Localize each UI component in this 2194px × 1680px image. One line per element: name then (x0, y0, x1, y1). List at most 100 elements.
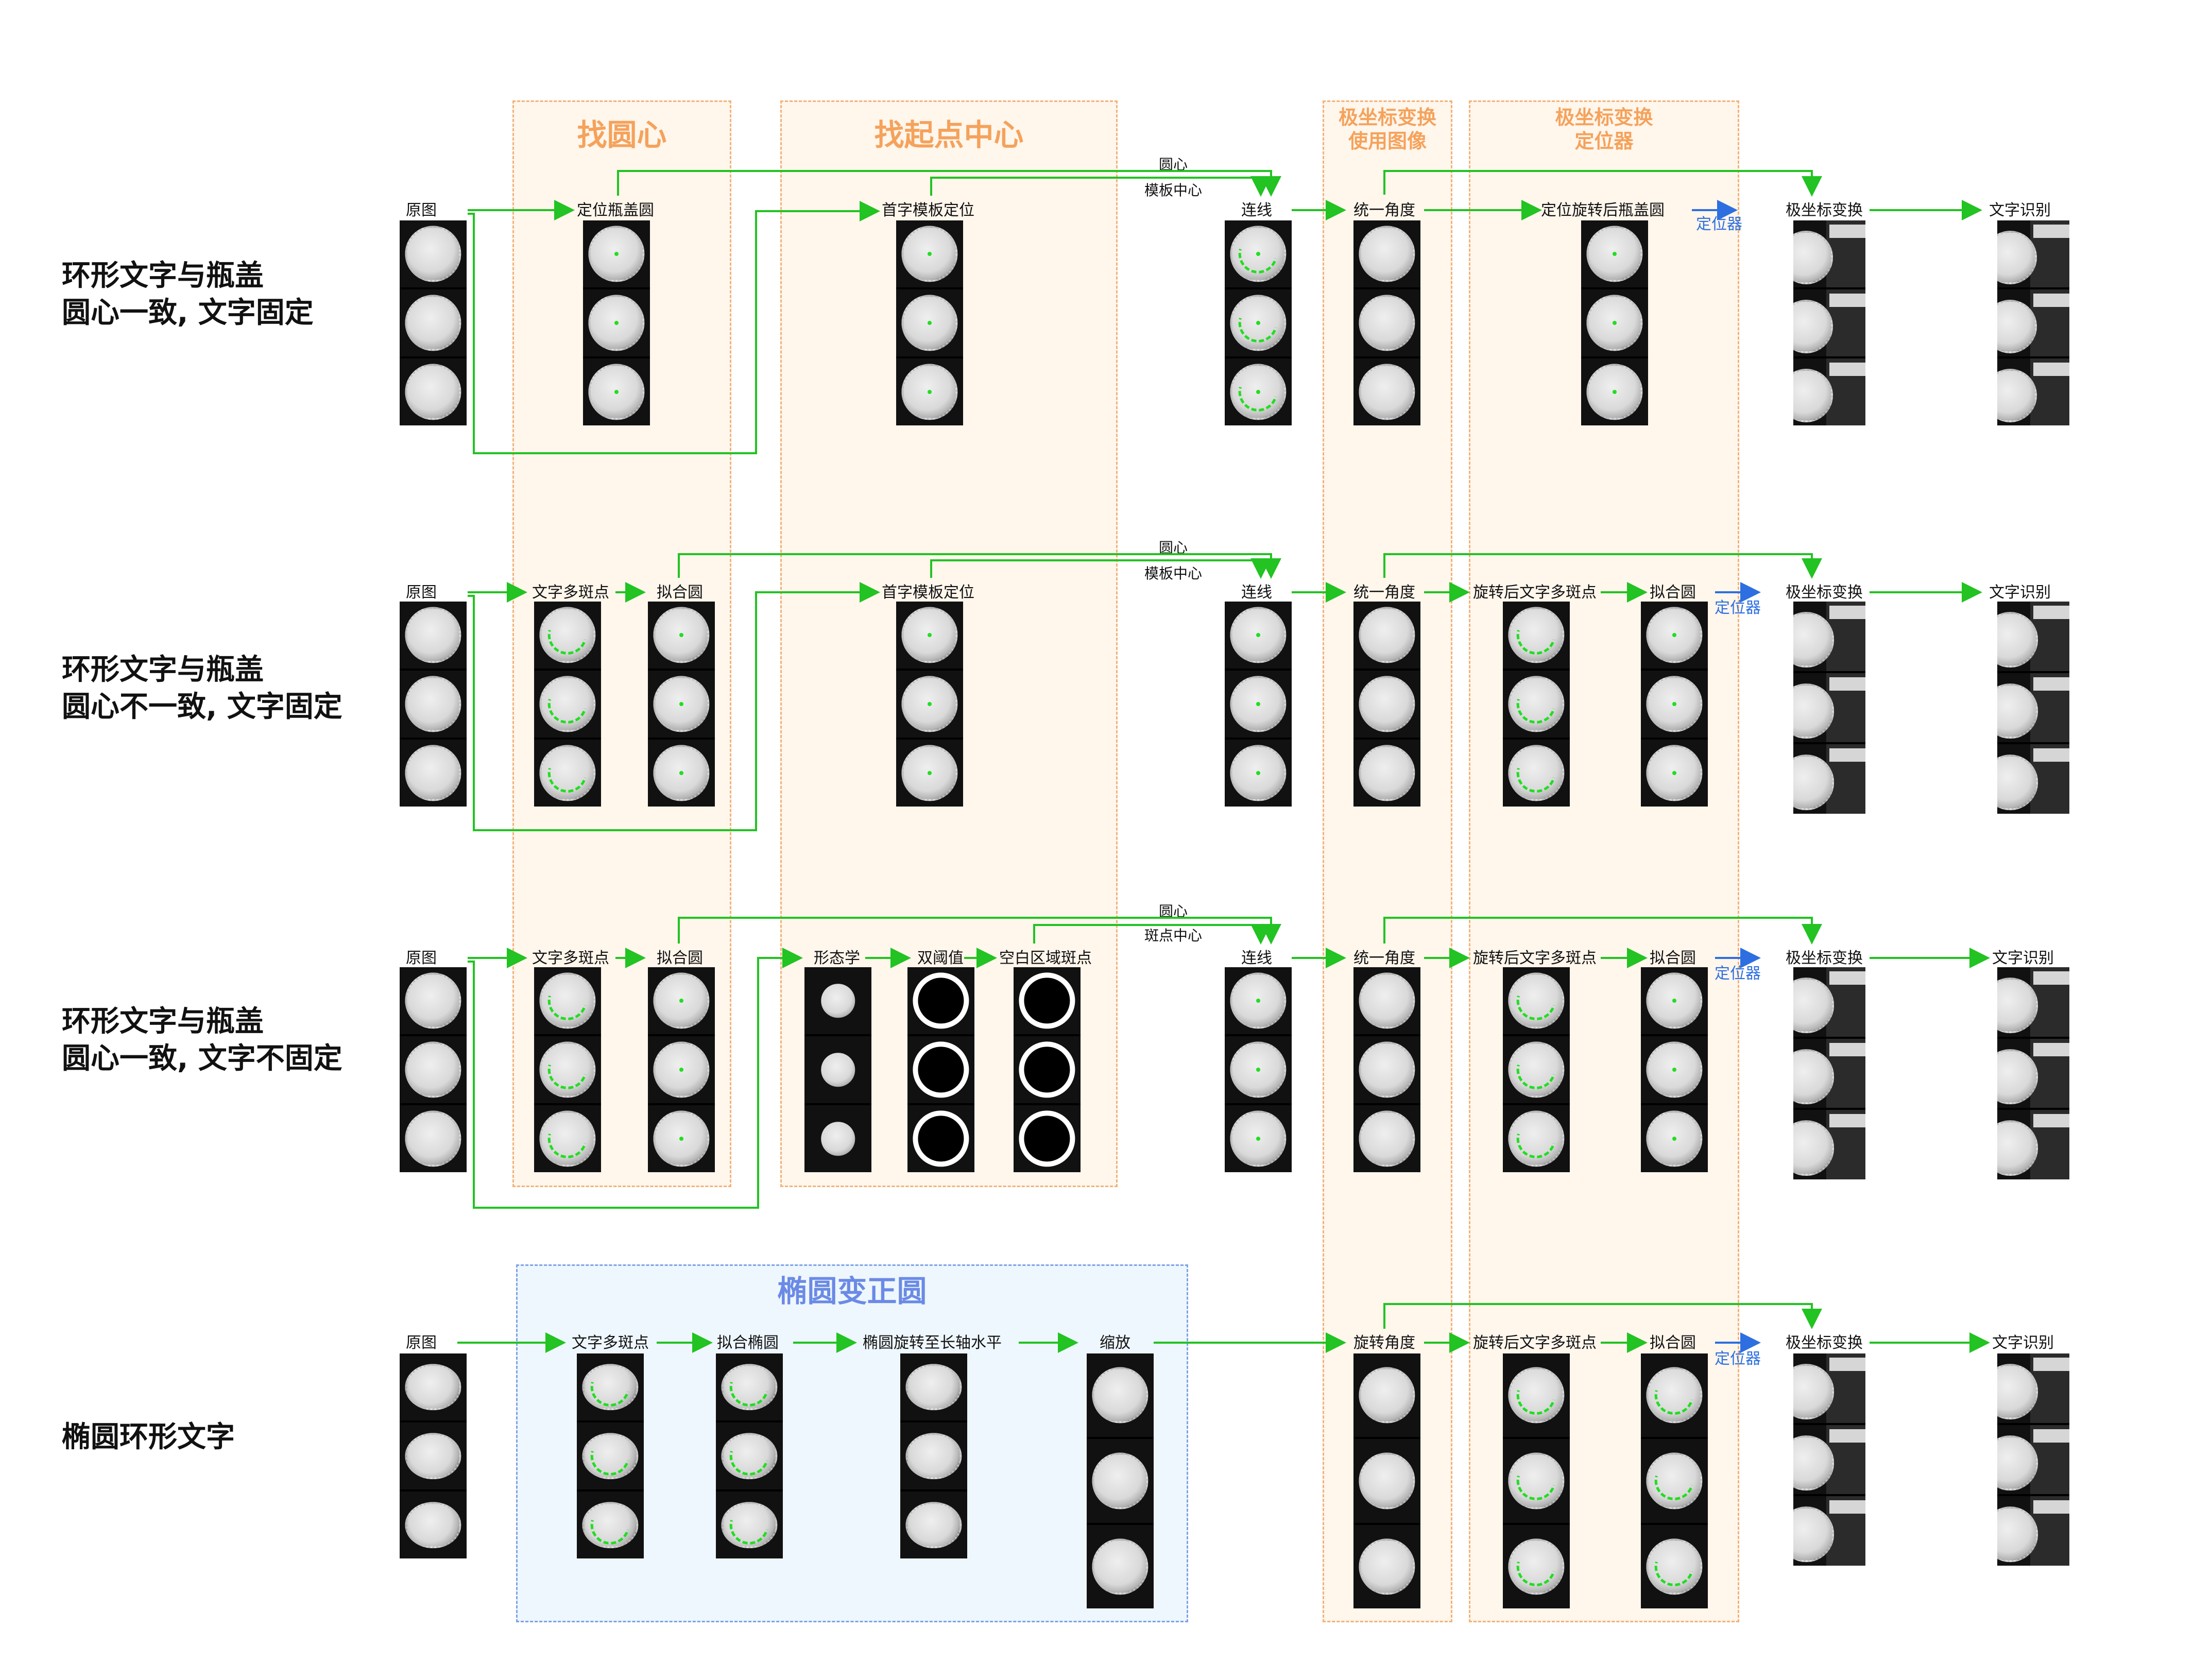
r2-step-rot-blobs: 旋转后文字多斑点 (1473, 584, 1597, 602)
bottle-cap (539, 676, 596, 732)
r1-arrow-orig-to-template (468, 201, 880, 454)
r1-img-locate-cap-frame (583, 220, 650, 287)
r1-img-locate-cap-frame (583, 358, 650, 425)
polar-text-strip (1829, 294, 1865, 307)
polar-text-strip (2033, 294, 2069, 307)
r2-img-ocr-frame (1997, 673, 2069, 743)
binary-ring (1019, 972, 1075, 1029)
center-dot (679, 1137, 683, 1141)
r3-step-ocr: 文字识别 (1992, 949, 2054, 967)
center-dot (679, 633, 683, 637)
r2-img-template-frame (896, 671, 963, 738)
bottle-cap (1508, 1110, 1565, 1167)
r3-img-rot-blobs-frame (1503, 1105, 1570, 1172)
r3-img-blobs-frame (534, 967, 601, 1034)
r2-img-rot-blobs-frame (1503, 602, 1570, 668)
bottle-cap (1508, 972, 1565, 1029)
center-dot (1672, 702, 1676, 706)
bottle-cap (1997, 368, 2037, 422)
bottle-cap (1359, 676, 1415, 732)
zone-title-find-start: 找起点中心 (874, 117, 1024, 152)
polar-text-strip (1829, 748, 1865, 762)
r3-img-fit-circle-frame (648, 967, 715, 1034)
r3-arrow-blank-to-connect (1033, 924, 1271, 945)
bottle-cap (1508, 607, 1565, 663)
bottle-cap (905, 1364, 962, 1410)
r3-img-ocr-frame (1997, 1110, 2069, 1179)
bottle-cap (1793, 683, 1835, 739)
bottle-cap (1508, 676, 1565, 732)
r3-step-polar: 极坐标变换 (1786, 949, 1863, 967)
bottle-cap (1359, 226, 1415, 282)
bottle-cap (653, 1041, 710, 1098)
r4-img-fit-circle-frame (1641, 1524, 1708, 1608)
polar-text-strip (1829, 1500, 1865, 1514)
bottle-cap (405, 295, 461, 351)
r4-img-fit-circle-frame (1641, 1439, 1708, 1523)
morph-blob (821, 1122, 855, 1156)
polar-text-strip (1829, 677, 1865, 691)
r2-img-connect (1225, 602, 1292, 807)
r1-step-template: 首字模板定位 (882, 201, 974, 219)
r3-img-original-frame (400, 1036, 467, 1103)
r4-img-polar (1793, 1353, 1865, 1566)
r4-img-fit-ellipse-frame (716, 1353, 783, 1420)
bottle-cap (905, 1502, 962, 1548)
r1-img-connect (1225, 220, 1292, 425)
bottle-cap (901, 364, 958, 420)
r3-img-original-frame (400, 1105, 467, 1172)
center-dot (1256, 771, 1260, 775)
r4-img-fit-ellipse (716, 1353, 783, 1558)
row-label-1: 环形文字与瓶盖 圆心一致, 文字固定 (62, 258, 314, 332)
bottle-cap (1359, 745, 1415, 801)
polar-text-strip (2033, 971, 2069, 985)
r1-img-angle-frame (1353, 358, 1420, 425)
r3-img-fit-circle-frame (648, 1105, 715, 1172)
bottle-cap (721, 1364, 778, 1410)
bottle-cap (405, 676, 461, 732)
polar-text-strip (2033, 1429, 2069, 1443)
bottle-cap (1997, 1435, 2038, 1491)
r3-img-morphology (804, 967, 871, 1172)
r2-img-rot-blobs (1503, 602, 1570, 807)
row-label-1-text: 环形文字与瓶盖 圆心一致, 文字固定 (62, 259, 314, 330)
r1-arrow-template-to-connect (930, 176, 1271, 197)
bottle-cap (1997, 755, 2038, 811)
r3-img-blank-blobs-frame (1014, 1105, 1081, 1172)
row-label-4: 椭圆环形文字 (62, 1419, 235, 1456)
bottle-cap (653, 1110, 710, 1167)
r2-img-fit-circle-2 (1641, 602, 1708, 807)
bottle-cap (1508, 1041, 1565, 1098)
r1-img-ocr (1997, 220, 2069, 425)
r2-step-fit-circle-2: 拟合圆 (1650, 584, 1696, 602)
r3-step-original: 原图 (406, 949, 437, 967)
r1-img-connect-frame (1225, 289, 1292, 356)
r2-img-blobs-frame (534, 740, 601, 807)
r2-step-angle: 统一角度 (1353, 584, 1415, 602)
r2-step-fit-circle: 拟合圆 (657, 584, 703, 602)
r4-img-rot-angle-frame (1353, 1353, 1420, 1437)
r3-img-ocr (1997, 967, 2069, 1179)
r4-img-rot-angle (1353, 1353, 1420, 1608)
bottle-cap (1646, 1452, 1703, 1510)
r2-img-original-frame (400, 740, 467, 807)
r2-img-fit-circle-2-frame (1641, 602, 1708, 668)
r2-img-template-frame (896, 740, 963, 807)
r3-img-double-threshold-frame (907, 1036, 974, 1103)
polar-text-strip (2033, 1500, 2069, 1514)
center-dot (1613, 390, 1617, 394)
r3-img-angle-frame (1353, 967, 1420, 1034)
r4-img-rotate-ellipse-frame (900, 1492, 967, 1558)
bottle-cap (582, 1364, 639, 1410)
r1-img-polar-frame (1793, 220, 1865, 287)
r4-img-scale (1087, 1353, 1154, 1608)
polar-text-strip (1829, 1114, 1865, 1128)
r1-img-template-frame (896, 358, 963, 425)
r4-step-fit-ellipse: 拟合椭圆 (717, 1334, 779, 1352)
r4-img-polar-frame (1793, 1353, 1865, 1423)
r2-img-template-frame (896, 602, 963, 668)
r1-img-polar-frame (1793, 358, 1865, 425)
bottle-cap (1508, 1367, 1565, 1424)
r1-img-template (896, 220, 963, 425)
